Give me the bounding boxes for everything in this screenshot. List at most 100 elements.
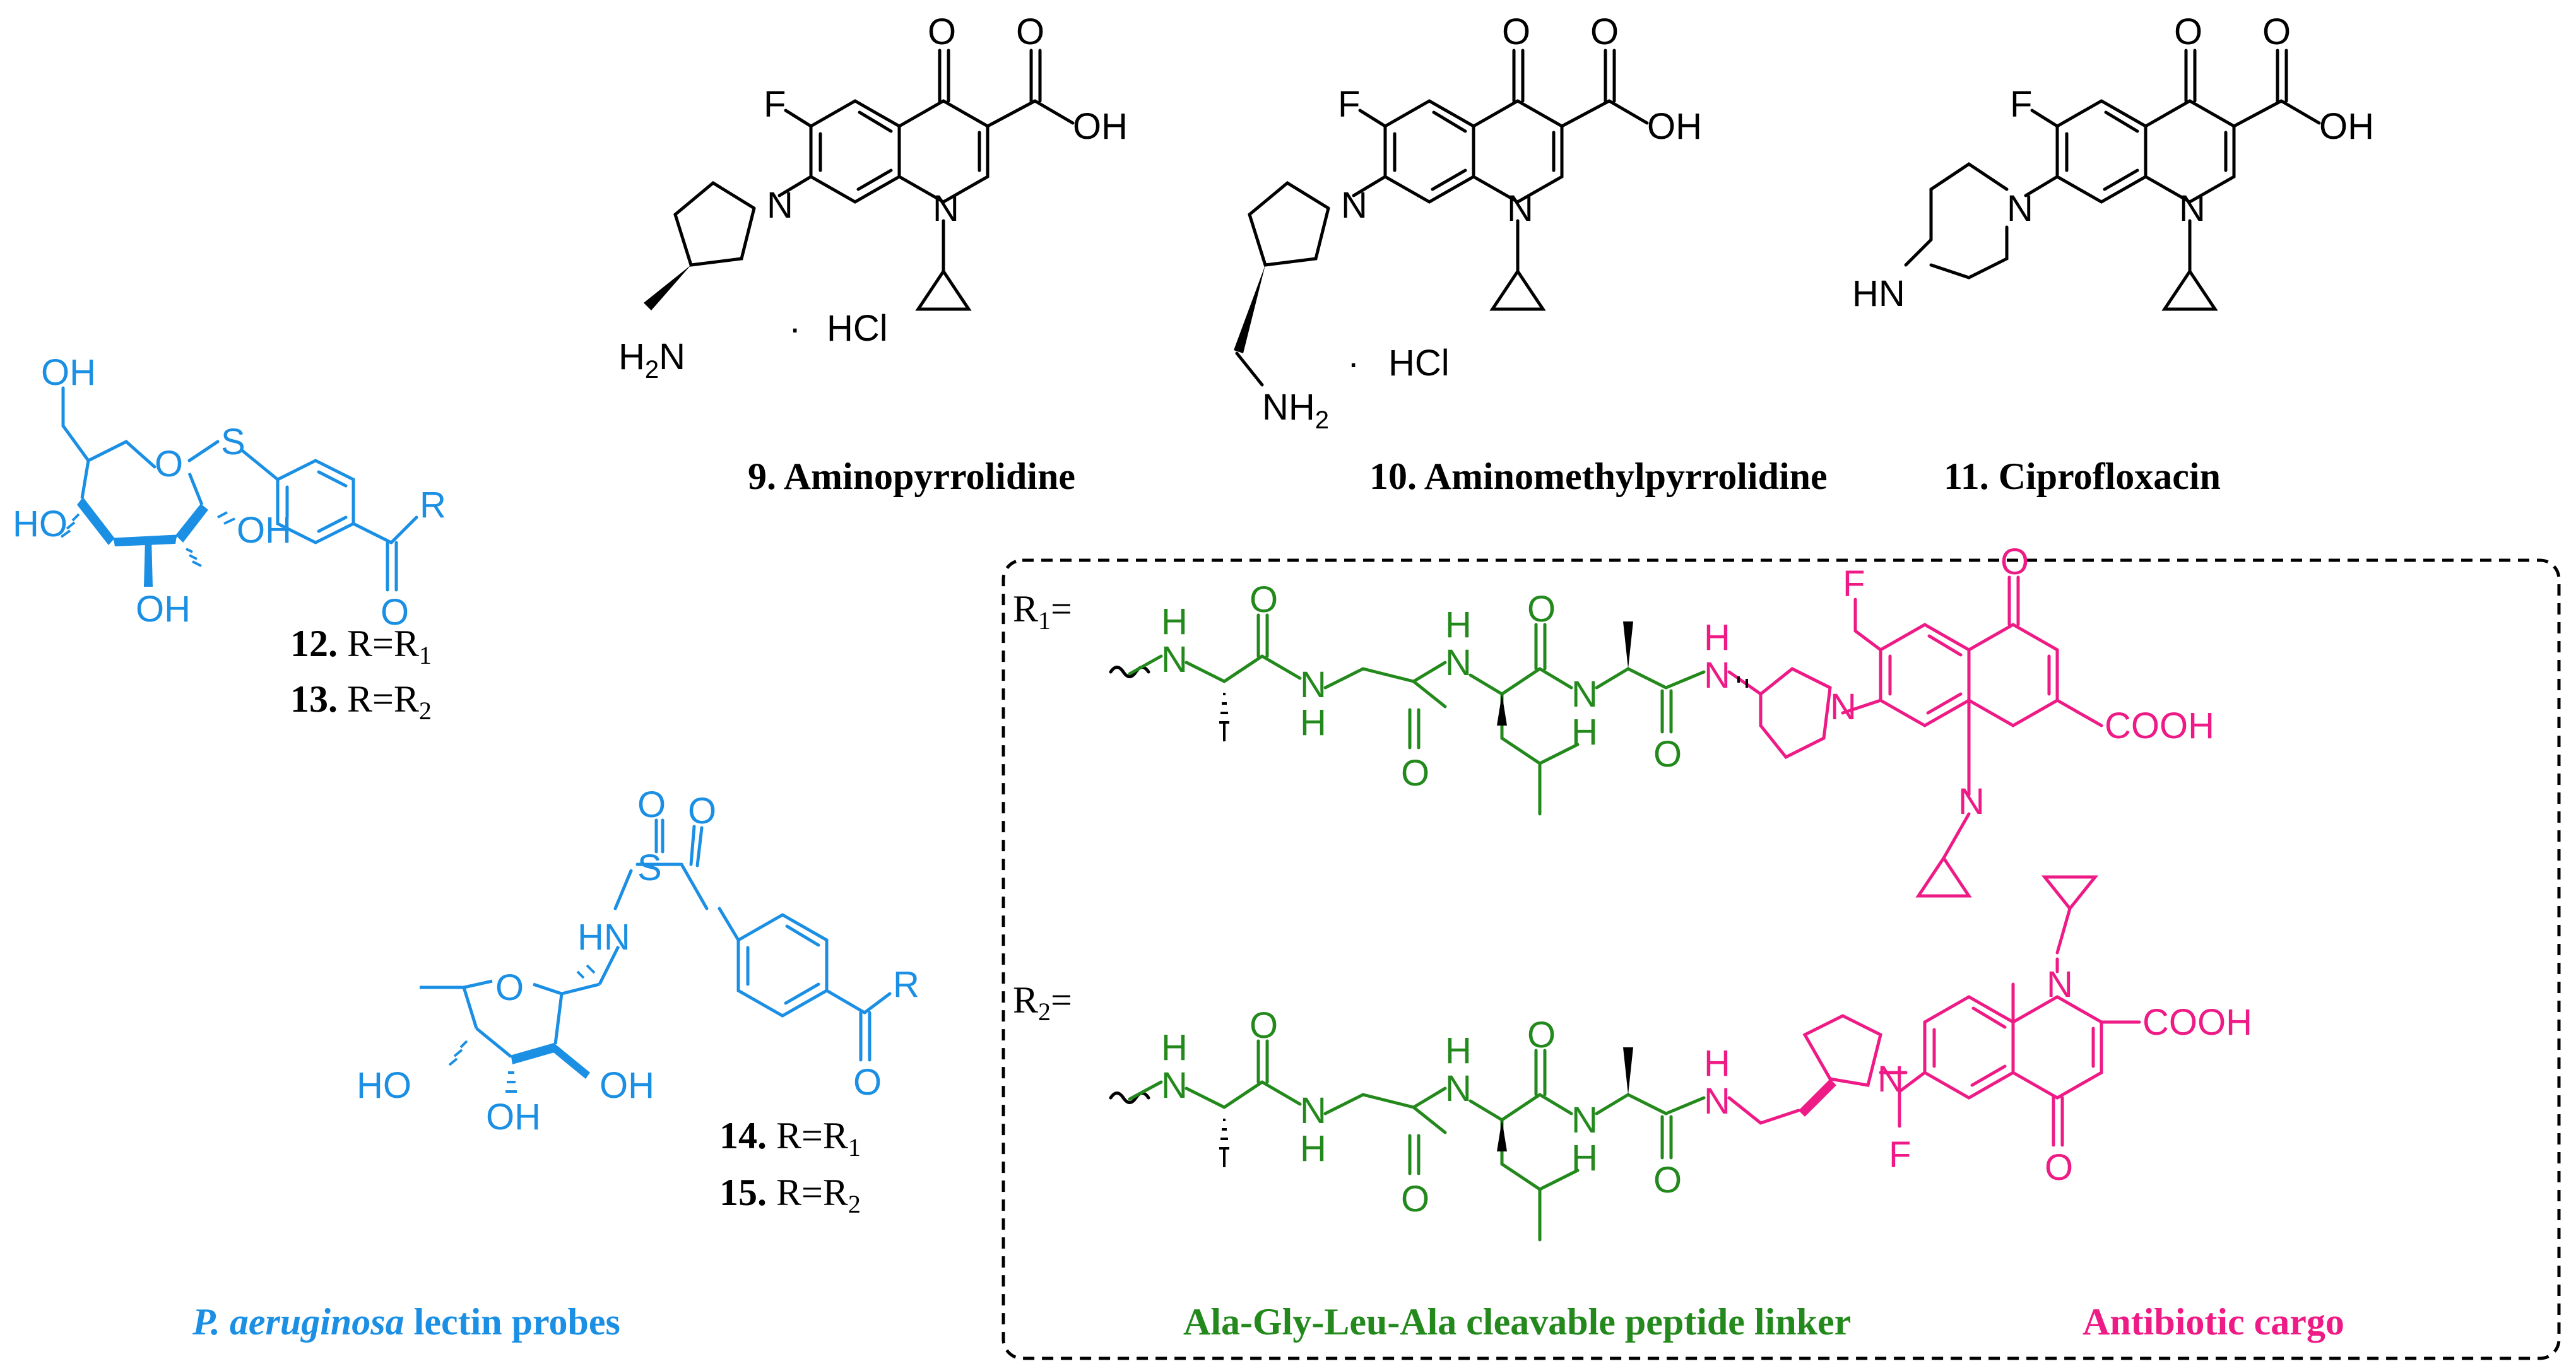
r1-oxo-O: O — [2000, 541, 2029, 582]
galactoside-hash-bonds — [60, 511, 235, 567]
c14-HN: HN — [577, 917, 630, 958]
c14-sulfonyl-O2: O — [688, 791, 716, 832]
r1-cargo-N: N — [1704, 655, 1730, 696]
r1-H3: H — [1445, 604, 1472, 645]
c9-acid-O: O — [1016, 11, 1044, 52]
c14-R: R — [893, 964, 919, 1005]
r1-N2: N — [1300, 664, 1326, 705]
c14-S: S — [637, 847, 662, 888]
fucoside-bold-bonds — [511, 1044, 590, 1079]
r2-N3: N — [1445, 1068, 1472, 1109]
c9-acid-OH: OH — [1073, 106, 1128, 147]
r2-H3: H — [1445, 1030, 1472, 1071]
c11-ring-N: N — [2179, 188, 2206, 229]
r1-H1: H — [1161, 601, 1188, 642]
r2-label: R2= — [1013, 979, 1072, 1026]
c12-HO-4: HO — [13, 503, 68, 544]
compound-12-caption: 12. R=R1 — [290, 623, 432, 669]
fucoside-structure — [613, 818, 892, 1062]
c11-piperazine-HN: HN — [1852, 273, 1905, 314]
c11-F: F — [2010, 84, 2032, 125]
c9-pyrrolidine-N: N — [767, 185, 793, 226]
c11-acid-OH: OH — [2319, 106, 2374, 147]
r2-pyrrolidine-N: N — [1877, 1059, 1904, 1100]
c9-ring-N: N — [933, 188, 959, 229]
r-group-box — [1001, 558, 2561, 1360]
r2-oxo-O: O — [2045, 1147, 2073, 1188]
r1-cargo-hash — [1737, 676, 1748, 688]
r1-H4: H — [1571, 712, 1598, 753]
r1-leu-wedge — [1497, 694, 1507, 726]
r1-pyrrolidine-N: N — [1830, 686, 1857, 727]
r2-O1: O — [1250, 1005, 1278, 1046]
cargo-caption: Antibiotic cargo — [2083, 1301, 2344, 1343]
r2-H2: H — [1300, 1128, 1326, 1169]
r2-antibiotic-cargo — [1727, 875, 2141, 1147]
c10-pyrrolidine-N: N — [1341, 185, 1368, 226]
c10-acid-O: O — [1590, 11, 1619, 52]
compound-9-caption: 9. Aminopyrrolidine — [748, 456, 1075, 497]
r1-COOH: COOH — [2105, 705, 2214, 746]
c12-ring-O: O — [155, 444, 183, 485]
r2-peptide-stereo — [1219, 1119, 1229, 1167]
r1-label: R1= — [1013, 588, 1072, 635]
c12-S: S — [221, 421, 245, 462]
r2-cargo-N: N — [1704, 1081, 1730, 1122]
c9-H2N: H2N — [618, 336, 685, 384]
r1-ala-wedge — [1623, 621, 1633, 669]
galactoside-wedge-OH — [144, 538, 153, 587]
c9-HCl: HCl — [827, 308, 888, 349]
c14-HO-4: HO — [357, 1065, 411, 1106]
c12-R: R — [420, 485, 446, 526]
c10-acid-OH: OH — [1647, 106, 1702, 147]
c11-piperazine-N: N — [2007, 188, 2033, 229]
r2-O2: O — [1401, 1179, 1429, 1220]
r2-cargo-H: H — [1704, 1043, 1730, 1084]
c11-oxo-O: O — [2174, 11, 2202, 52]
compound-14-caption: 14. R=R1 — [719, 1115, 861, 1162]
c12-primary-OH: OH — [41, 352, 96, 393]
c11-acid-O: O — [2262, 11, 2291, 52]
c12-carbonyl-O: O — [381, 592, 409, 633]
compound-10-structure — [1235, 49, 1649, 387]
compound-10-caption: 10. Aminomethylpyrrolidine — [1369, 456, 1828, 497]
c12-OH-2: OH — [237, 510, 292, 551]
galactoside-structure — [61, 386, 418, 592]
c10-ring-N: N — [1507, 188, 1533, 229]
compound-9-wedge — [644, 265, 691, 310]
r1-O2: O — [1401, 753, 1429, 794]
compound-15-caption: 15. R=R2 — [719, 1172, 861, 1218]
lectin-probes-caption: P. aeruginosa lectin probes — [192, 1301, 620, 1343]
r1-peptide-linker — [1109, 613, 1706, 816]
r1-N1: N — [1161, 639, 1188, 680]
c10-HCl: HCl — [1388, 343, 1450, 384]
c14-OH-3: OH — [486, 1097, 541, 1138]
r2-ring-N: N — [2047, 964, 2073, 1005]
linker-caption: Ala-Gly-Leu-Ala cleavable peptide linker — [1183, 1301, 1851, 1343]
r1-antibiotic-cargo — [1727, 575, 2103, 898]
galactoside-bold-bonds — [77, 498, 208, 546]
r1-N3: N — [1445, 642, 1472, 683]
r1-cargo-H: H — [1704, 617, 1730, 658]
compound-9-structure — [673, 49, 1075, 311]
c14-ring-O: O — [495, 967, 524, 1008]
c14-carbonyl-O: O — [853, 1062, 882, 1103]
r2-N1: N — [1161, 1065, 1188, 1106]
r2-COOH: COOH — [2142, 1002, 2252, 1043]
r2-H1: H — [1161, 1027, 1188, 1068]
r2-O4: O — [1653, 1160, 1682, 1201]
c10-NH2: NH2 — [1262, 387, 1329, 434]
compound-11-structure — [1904, 49, 2321, 311]
r1-O4: O — [1653, 734, 1682, 775]
r2-F: F — [1889, 1134, 1911, 1175]
r1-O1: O — [1250, 579, 1278, 620]
compound-10-wedge — [1234, 265, 1265, 353]
c9-salt-dot: · — [789, 308, 801, 349]
c9-F: F — [764, 84, 786, 125]
r1-F: F — [1843, 563, 1865, 604]
c14-OH-2: OH — [600, 1065, 654, 1106]
compound-11-caption: 11. Ciprofloxacin — [1944, 456, 2221, 497]
c10-salt-dot: · — [1347, 343, 1359, 384]
r2-cargo-wedge — [1799, 1079, 1836, 1117]
